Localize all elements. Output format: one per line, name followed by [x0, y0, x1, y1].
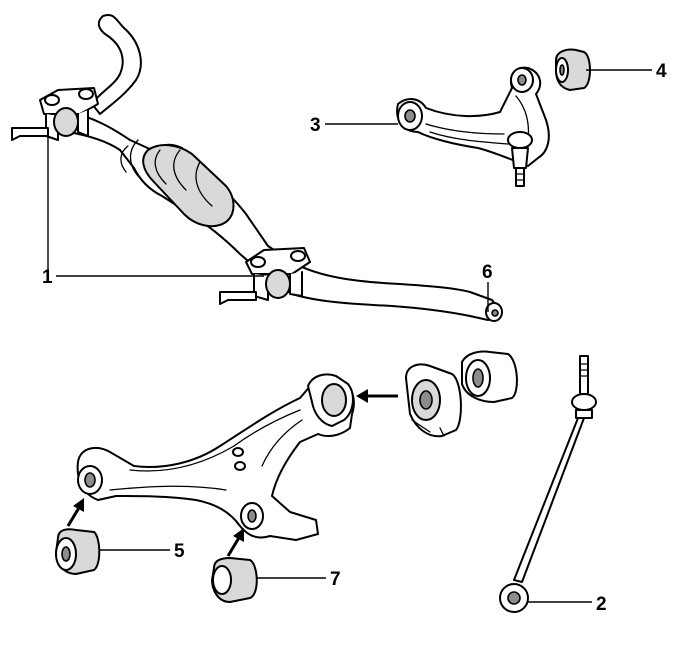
callout-5: 5	[174, 541, 185, 562]
hydro-bushing-part-6	[405, 350, 518, 438]
leader-lines	[47, 69, 652, 603]
bushing-part-4	[555, 48, 591, 91]
callout-3: 3	[310, 115, 321, 136]
callout-6: 6	[482, 262, 493, 283]
arrow-bushing-6-to-arm	[356, 389, 398, 403]
bushing-part-7	[211, 557, 258, 603]
arrow-bushing-5-to-arm	[66, 498, 84, 527]
arrow-bushing-7-to-arm	[226, 528, 244, 557]
callout-7: 7	[330, 569, 341, 590]
callout-2: 2	[596, 594, 607, 615]
stabilizer-bracket-left	[11, 87, 99, 141]
callout-4: 4	[656, 61, 667, 82]
callout-1: 1	[42, 267, 53, 288]
stabilizer-bracket-center	[219, 247, 311, 305]
stabilizer-link-part-2	[499, 355, 597, 613]
stabilizer-bar	[67, 14, 503, 322]
lower-control-arm	[76, 373, 355, 541]
upper-control-arm	[396, 66, 550, 187]
bushing-part-5	[55, 528, 101, 575]
